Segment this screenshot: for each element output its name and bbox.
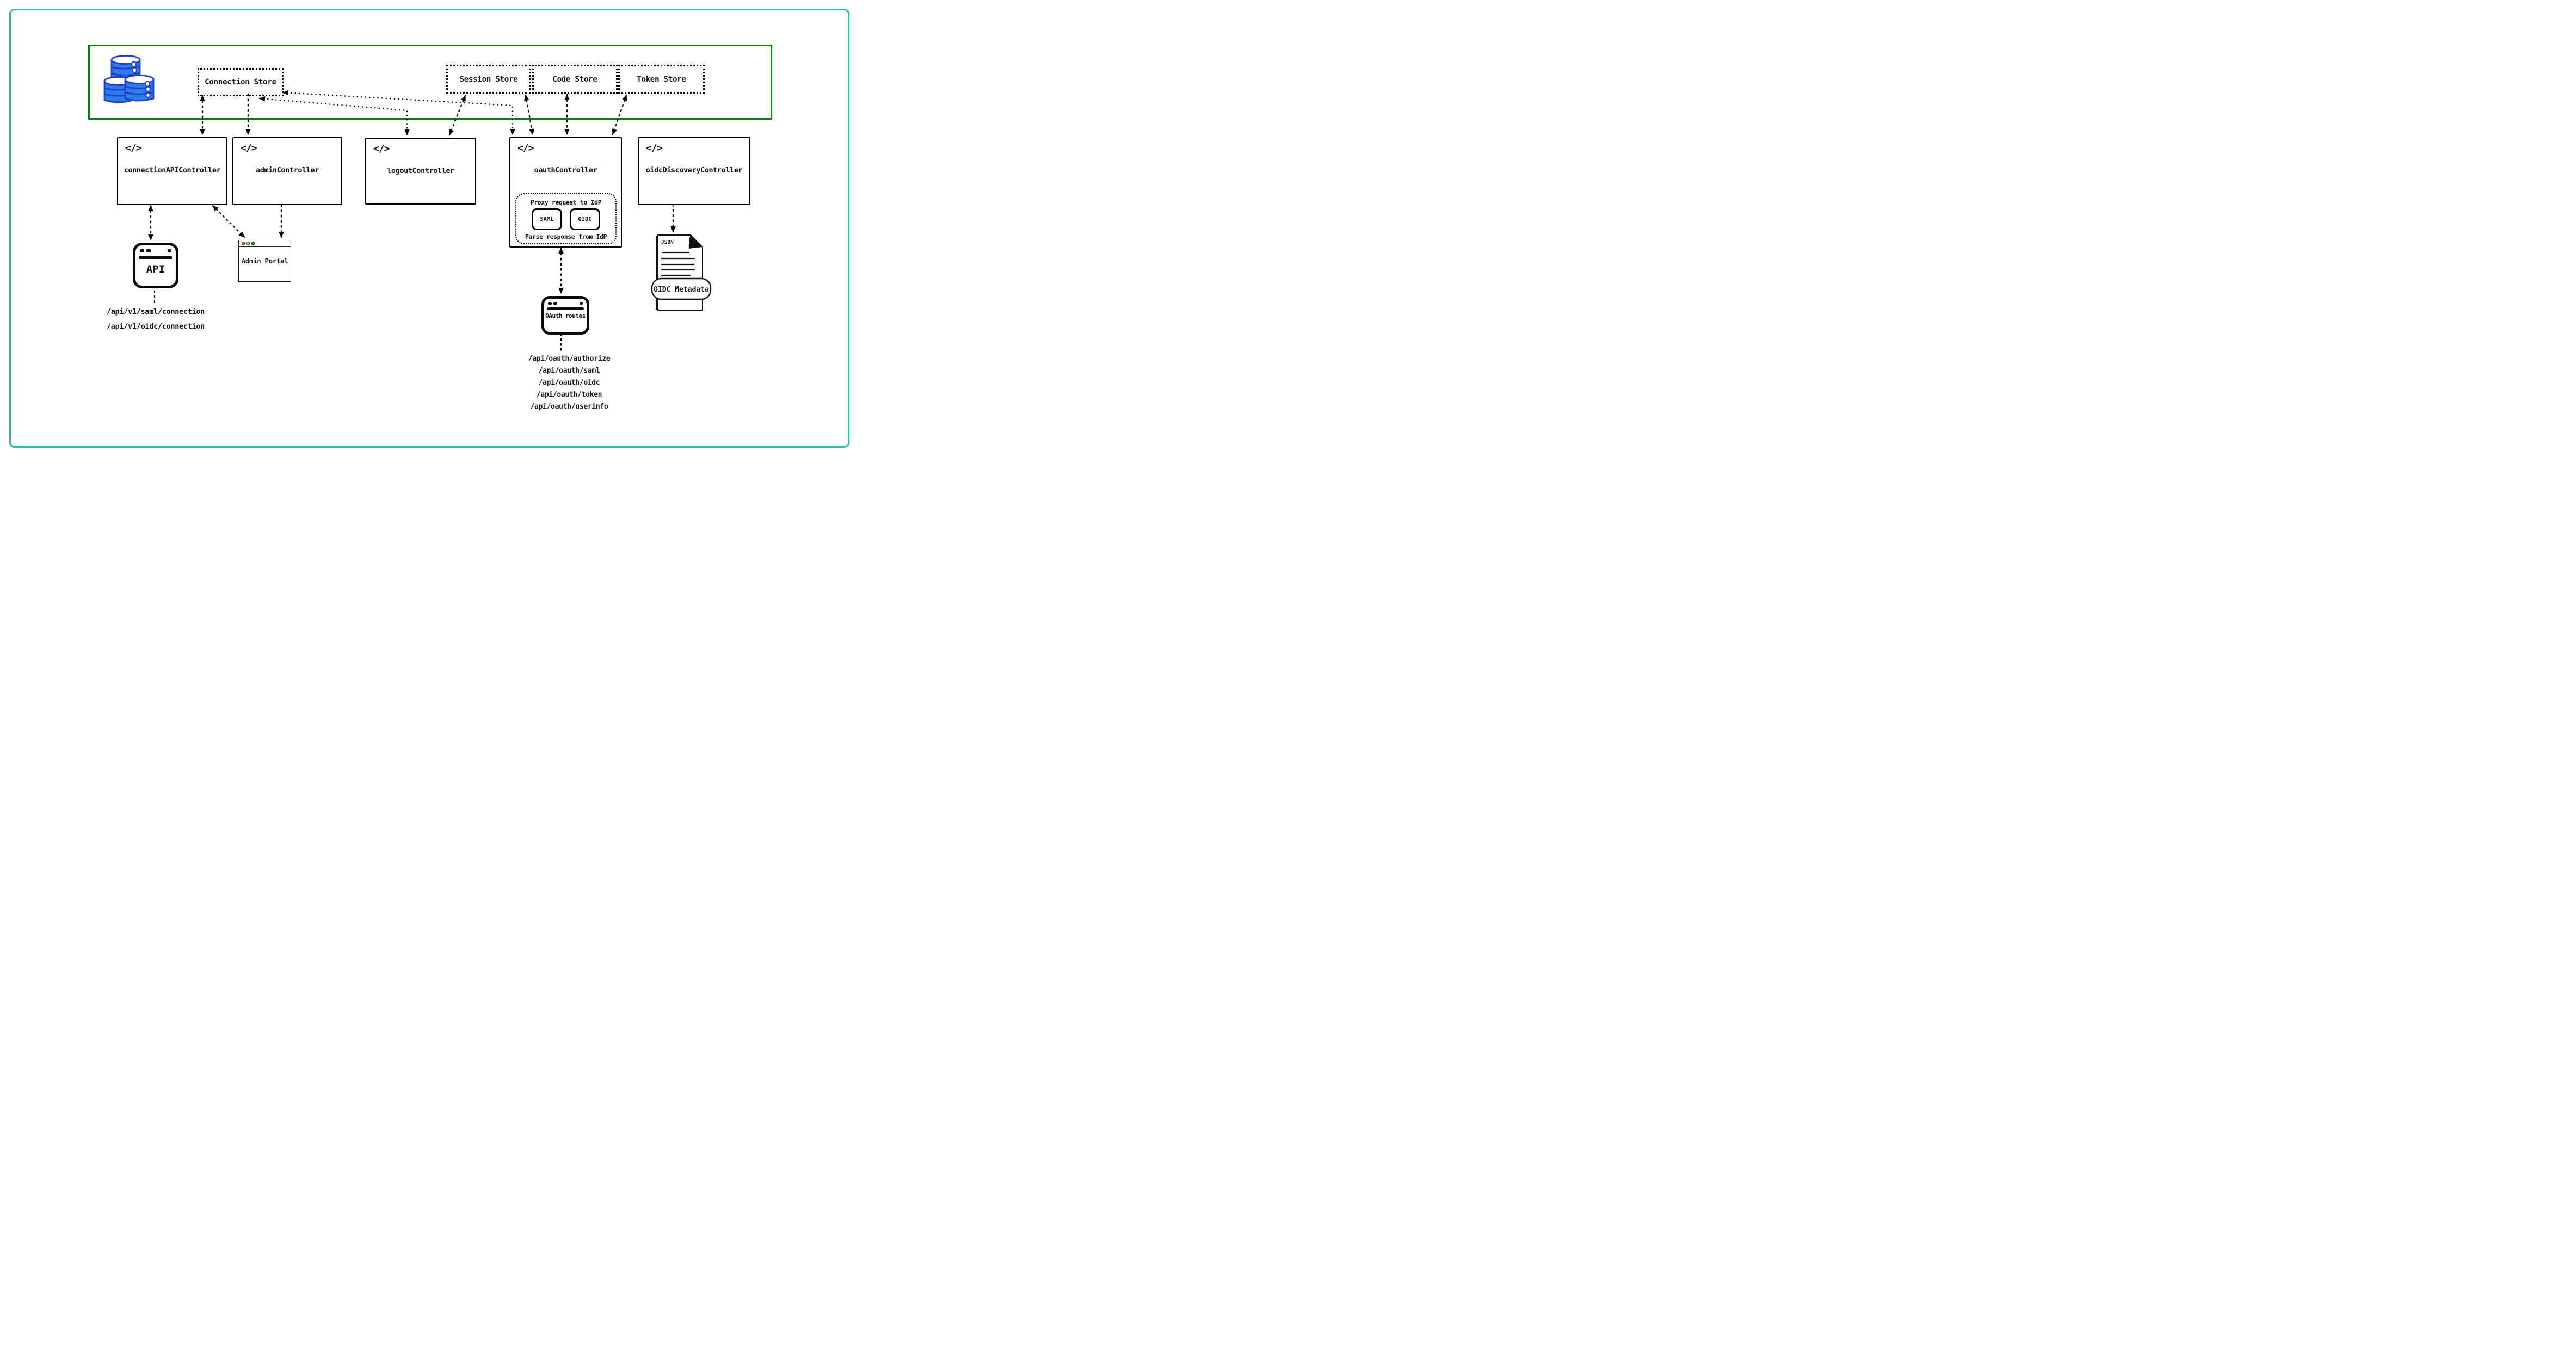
- code-store-box: Code Store: [532, 65, 618, 94]
- admin-portal-titlebar: [239, 240, 291, 247]
- db-barrel-top: [110, 55, 141, 82]
- oidc-discovery-controller-label: oidcDiscoveryController: [645, 166, 743, 175]
- connection-api-controller-box: </> connectionAPIController: [117, 137, 227, 205]
- oauth-route: /api/oauth/oidc: [538, 379, 600, 387]
- api-route: /api/v1/oidc/connection: [106, 322, 205, 331]
- logout-controller-box: </> logoutController: [365, 138, 476, 205]
- code-icon: </>: [517, 143, 534, 154]
- code-icon: </>: [373, 143, 390, 155]
- oidc-metadata-banner-label: OIDC Metadata: [654, 286, 709, 294]
- code-icon: </>: [125, 143, 141, 154]
- db-barrel-right: [124, 75, 155, 102]
- oidc-chip: OIDC: [570, 208, 600, 230]
- oauth-routes-window-icon: OAuth routes: [541, 296, 589, 335]
- oauth-routes-window-label: OAuth routes: [545, 312, 586, 319]
- oidc-discovery-controller-box: </> oidcDiscoveryController: [638, 137, 750, 205]
- admin-portal-window: Admin Portal: [238, 240, 291, 282]
- logout-controller-label: logoutController: [387, 166, 454, 175]
- oauth-route: /api/oauth/token: [536, 391, 602, 399]
- outer-frame: [9, 9, 849, 448]
- connection-store-box: Connection Store: [198, 68, 284, 96]
- token-store-label: Token Store: [637, 75, 686, 84]
- window-dot-icon: [168, 249, 171, 252]
- admin-controller-label: adminController: [256, 166, 319, 175]
- close-light-icon: [242, 242, 245, 245]
- maximize-light-icon: [251, 242, 255, 245]
- window-dot-icon: [580, 302, 583, 305]
- api-window-icon: API: [133, 243, 178, 288]
- oauth-route: /api/oauth/userinfo: [530, 403, 608, 411]
- saml-chip: SAML: [532, 208, 562, 230]
- minimize-light-icon: [246, 242, 250, 245]
- session-store-box: Session Store: [446, 65, 531, 94]
- connection-store-label: Connection Store: [205, 78, 276, 87]
- proxy-request-label: Proxy request to IdP: [530, 199, 602, 206]
- code-icon: </>: [646, 143, 662, 154]
- api-route: /api/v1/saml/connection: [106, 307, 205, 316]
- json-document-icon: JSON OIDC Metadata: [651, 234, 712, 311]
- oidc-chip-label: OIDC: [578, 216, 592, 223]
- oauth-route: /api/oauth/authorize: [528, 355, 611, 363]
- oauth-controller-label: oauthController: [534, 166, 597, 175]
- window-bar-icon: [547, 307, 584, 310]
- parse-response-label: Parse response from IdP: [525, 233, 607, 240]
- oauth-route-list: /api/oauth/authorize /api/oauth/saml /ap…: [519, 353, 619, 413]
- api-window-label: API: [146, 263, 165, 275]
- database-icon: [103, 55, 155, 103]
- code-icon: </>: [241, 143, 257, 154]
- page-fold-icon: [688, 235, 702, 249]
- document-text-lines-icon: [661, 251, 695, 276]
- window-dot-icon: [140, 249, 144, 252]
- window-dot-icon: [146, 249, 151, 252]
- token-store-box: Token Store: [618, 65, 705, 94]
- window-dot-icon: [548, 302, 552, 305]
- admin-controller-box: </> adminController: [232, 137, 342, 205]
- oauth-route: /api/oauth/saml: [538, 367, 600, 375]
- idp-proxy-box: Proxy request to IdP SAML OIDC Parse res…: [515, 193, 617, 244]
- oauth-controller-box: </> oauthController Proxy request to IdP…: [509, 137, 622, 248]
- json-type-label: JSON: [661, 239, 674, 245]
- saml-chip-label: SAML: [540, 216, 554, 223]
- window-bar-icon: [139, 256, 172, 259]
- admin-portal-label: Admin Portal: [241, 257, 288, 265]
- connection-api-controller-label: connectionAPIController: [124, 166, 221, 175]
- window-dot-icon: [553, 302, 557, 305]
- architecture-diagram: Connection Store Session Store Code Stor…: [0, 0, 859, 456]
- api-route-list: /api/v1/saml/connection /api/v1/oidc/con…: [103, 305, 208, 334]
- session-store-label: Session Store: [459, 75, 518, 84]
- code-store-label: Code Store: [552, 75, 597, 84]
